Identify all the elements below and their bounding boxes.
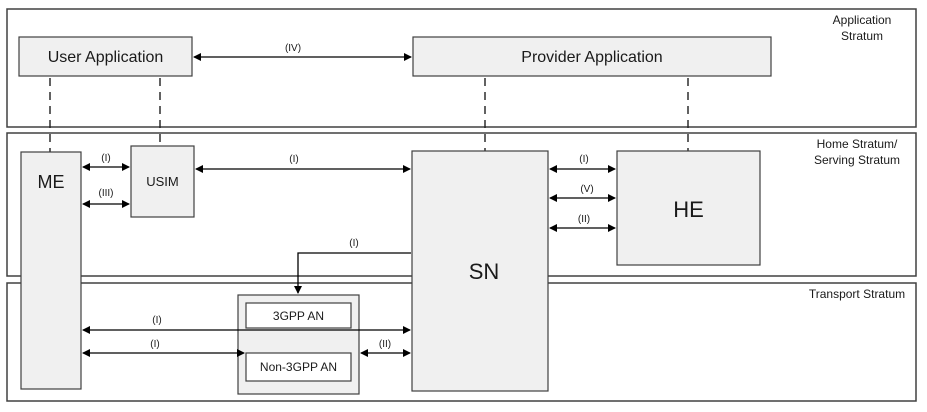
he-label: HE: [673, 197, 704, 222]
me-non3gpp-link-label: (I): [150, 339, 159, 350]
access-network-group: 3GPP AN Non-3GPP AN: [237, 294, 360, 395]
3gpp-an-label: 3GPP AN: [273, 309, 324, 323]
he-node: HE: [616, 150, 761, 266]
non-3gpp-an-box: [245, 352, 352, 382]
usim-sn-link-label: (I): [289, 154, 298, 165]
me-non3gpp-link: (I): [82, 339, 245, 357]
provider-application-label: Provider Application: [521, 49, 662, 66]
sn-node: SN: [411, 150, 549, 392]
sn-he-mid-link: (V): [549, 184, 616, 202]
sn-he-top-link-label: (I): [579, 154, 588, 165]
user-application-label: User Application: [48, 49, 164, 66]
home-stratum-label-line2: Serving Stratum: [814, 153, 900, 167]
me-usim-top-link-label: (I): [101, 153, 110, 164]
sn-an-link-label: (I): [349, 238, 358, 249]
usim-sn-link: (I): [195, 154, 411, 173]
ua-pa-link: (IV): [193, 43, 412, 61]
application-stratum-label-line2: Stratum: [841, 29, 883, 43]
provider-application-node: Provider Application: [412, 36, 772, 77]
non3gpp-sn-link: (II): [360, 339, 411, 357]
usim-node: USIM: [130, 145, 195, 218]
non3gpp-sn-link-label: (II): [379, 339, 391, 350]
me-3gpp-sn-link: (I): [82, 315, 411, 334]
me-usim-top-link: (I): [82, 153, 130, 171]
me-node: ME: [20, 151, 82, 390]
sn-he-mid-link-label: (V): [580, 184, 593, 195]
sn-he-top-link: (I): [549, 154, 616, 173]
non-3gpp-an-label: Non-3GPP AN: [260, 360, 337, 374]
me-label: ME: [38, 172, 65, 192]
usim-label: USIM: [146, 174, 179, 189]
transport-stratum-label: Transport Stratum: [809, 287, 905, 301]
sn-he-bottom-link-label: (II): [578, 214, 590, 225]
sn-label: SN: [469, 259, 500, 284]
sn-an-link: (I): [294, 238, 411, 294]
me-3gpp-link-label: (I): [152, 315, 161, 326]
sn-he-bottom-link: (II): [549, 214, 616, 232]
stratum-connectors: [49, 78, 689, 152]
ua-pa-link-label: (IV): [285, 43, 301, 54]
me-usim-bottom-link-label: (III): [99, 188, 114, 199]
home-stratum-label-line1: Home Stratum/: [817, 137, 898, 151]
user-application-node: User Application: [18, 36, 193, 77]
me-usim-bottom-link: (III): [82, 188, 130, 208]
application-stratum-label-line1: Application: [833, 13, 892, 27]
